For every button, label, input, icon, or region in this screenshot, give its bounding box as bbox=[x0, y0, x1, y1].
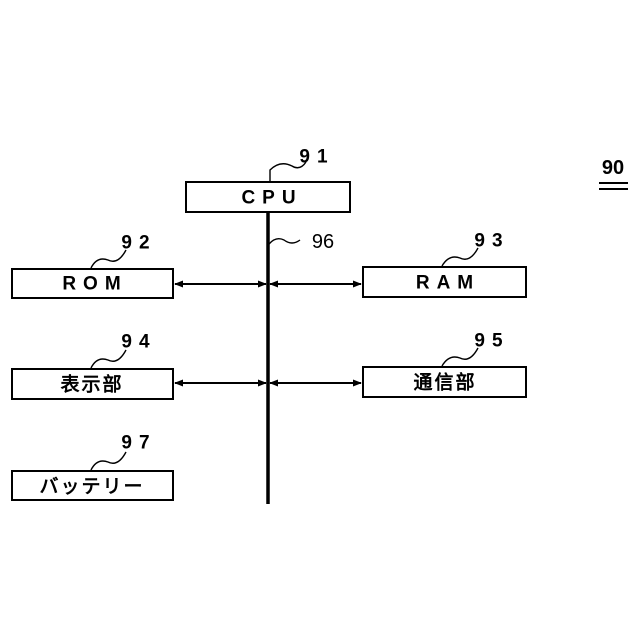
communication-ref: 95 bbox=[474, 331, 509, 352]
battery-label: バッテリー bbox=[39, 476, 144, 498]
rom-ref: 92 bbox=[121, 233, 156, 254]
battery-block: バッテリー 97 bbox=[12, 433, 173, 501]
bus-ref: 96 bbox=[312, 231, 334, 253]
cpu-block: CPU 91 bbox=[186, 147, 350, 213]
ram-ref: 93 bbox=[474, 231, 509, 252]
communication-block: 通信部 95 bbox=[363, 331, 526, 398]
ram-block: RAM 93 bbox=[363, 231, 526, 298]
ram-leader bbox=[442, 248, 478, 266]
display-leader bbox=[91, 350, 126, 368]
cpu-ref: 91 bbox=[299, 147, 334, 168]
rom-label: ROM bbox=[62, 274, 127, 295]
communication-label: 通信部 bbox=[413, 371, 476, 394]
system-bus: 96 bbox=[268, 212, 334, 504]
display-block: 表示部 94 bbox=[12, 332, 173, 400]
bus-leader bbox=[269, 239, 300, 244]
cpu-label: CPU bbox=[241, 188, 302, 209]
figure-number: 90 bbox=[602, 157, 624, 179]
ram-label: RAM bbox=[416, 273, 480, 294]
rom-block: ROM 92 bbox=[12, 233, 173, 299]
battery-leader bbox=[91, 452, 126, 470]
display-label: 表示部 bbox=[60, 373, 123, 396]
communication-leader bbox=[442, 348, 478, 366]
battery-ref: 97 bbox=[121, 433, 156, 454]
figure-reference: 90 bbox=[599, 157, 628, 189]
display-ref: 94 bbox=[121, 332, 156, 353]
